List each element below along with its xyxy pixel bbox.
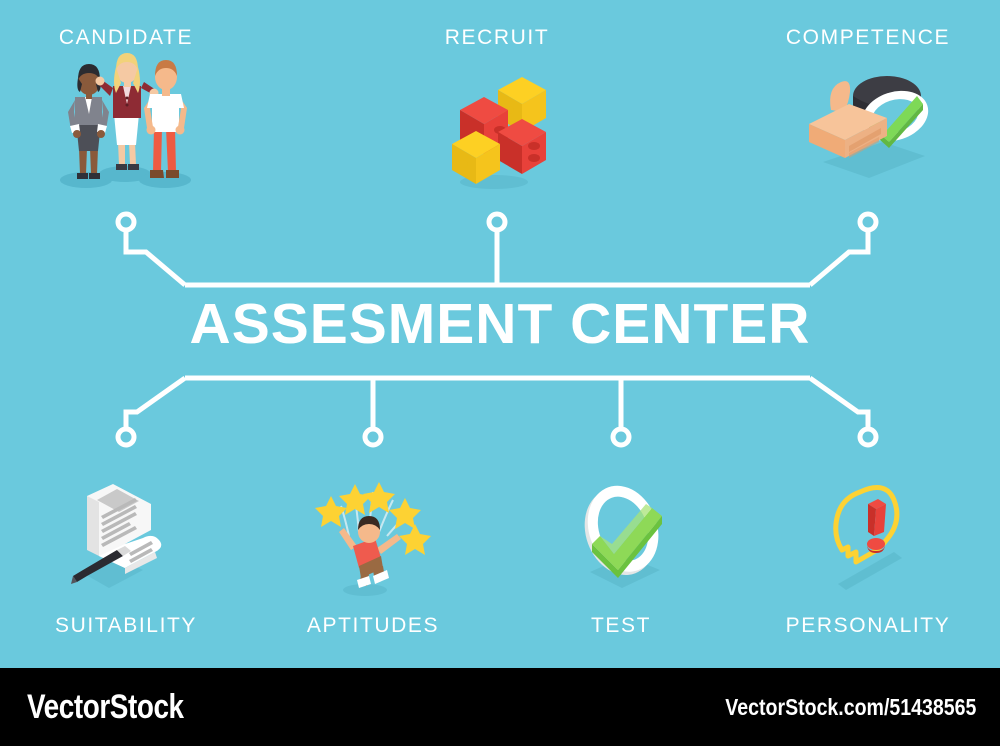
label-test: TEST [590,614,652,637]
node-circle-candidate [115,211,137,233]
node-circle-test [610,426,632,448]
label-candidate: CANDIDATE [58,26,194,49]
head-exclamation-icon [798,474,938,604]
jigsaw-puzzle-pieces-icon [422,52,572,192]
node-circle-personality [857,426,879,448]
node-circle-suitability [115,426,137,448]
green-checkmark-circle-icon [556,474,686,604]
label-competence: COMPETENCE [785,26,951,49]
bottom-left-connector [123,375,187,428]
watermark-brand: VectorStock [27,687,184,726]
three-business-people-icon [46,52,206,192]
top-right-connector [808,232,871,287]
jumping-person-stars-icon [303,474,443,604]
node-circle-aptitudes [362,426,384,448]
label-suitability: SUITABILITY [54,614,198,637]
label-personality: PERSONALITY [785,614,951,637]
node-circle-recruit [486,211,508,233]
document-scroll-pen-icon [51,472,201,602]
node-circle-competence [857,211,879,233]
watermark-bar: VectorStock VectorStock.com/51438565 [0,668,1000,746]
label-aptitudes: APTITUDES [306,614,440,637]
connector-lines [115,211,879,448]
top-left-connector [123,232,187,287]
page-title: ASSESMENT CENTER [189,292,811,356]
thumbs-up-check-icon [783,58,953,188]
label-recruit: RECRUIT [444,26,550,49]
bottom-right-connector [808,375,871,428]
watermark-url: VectorStock.com/51438565 [724,693,976,720]
